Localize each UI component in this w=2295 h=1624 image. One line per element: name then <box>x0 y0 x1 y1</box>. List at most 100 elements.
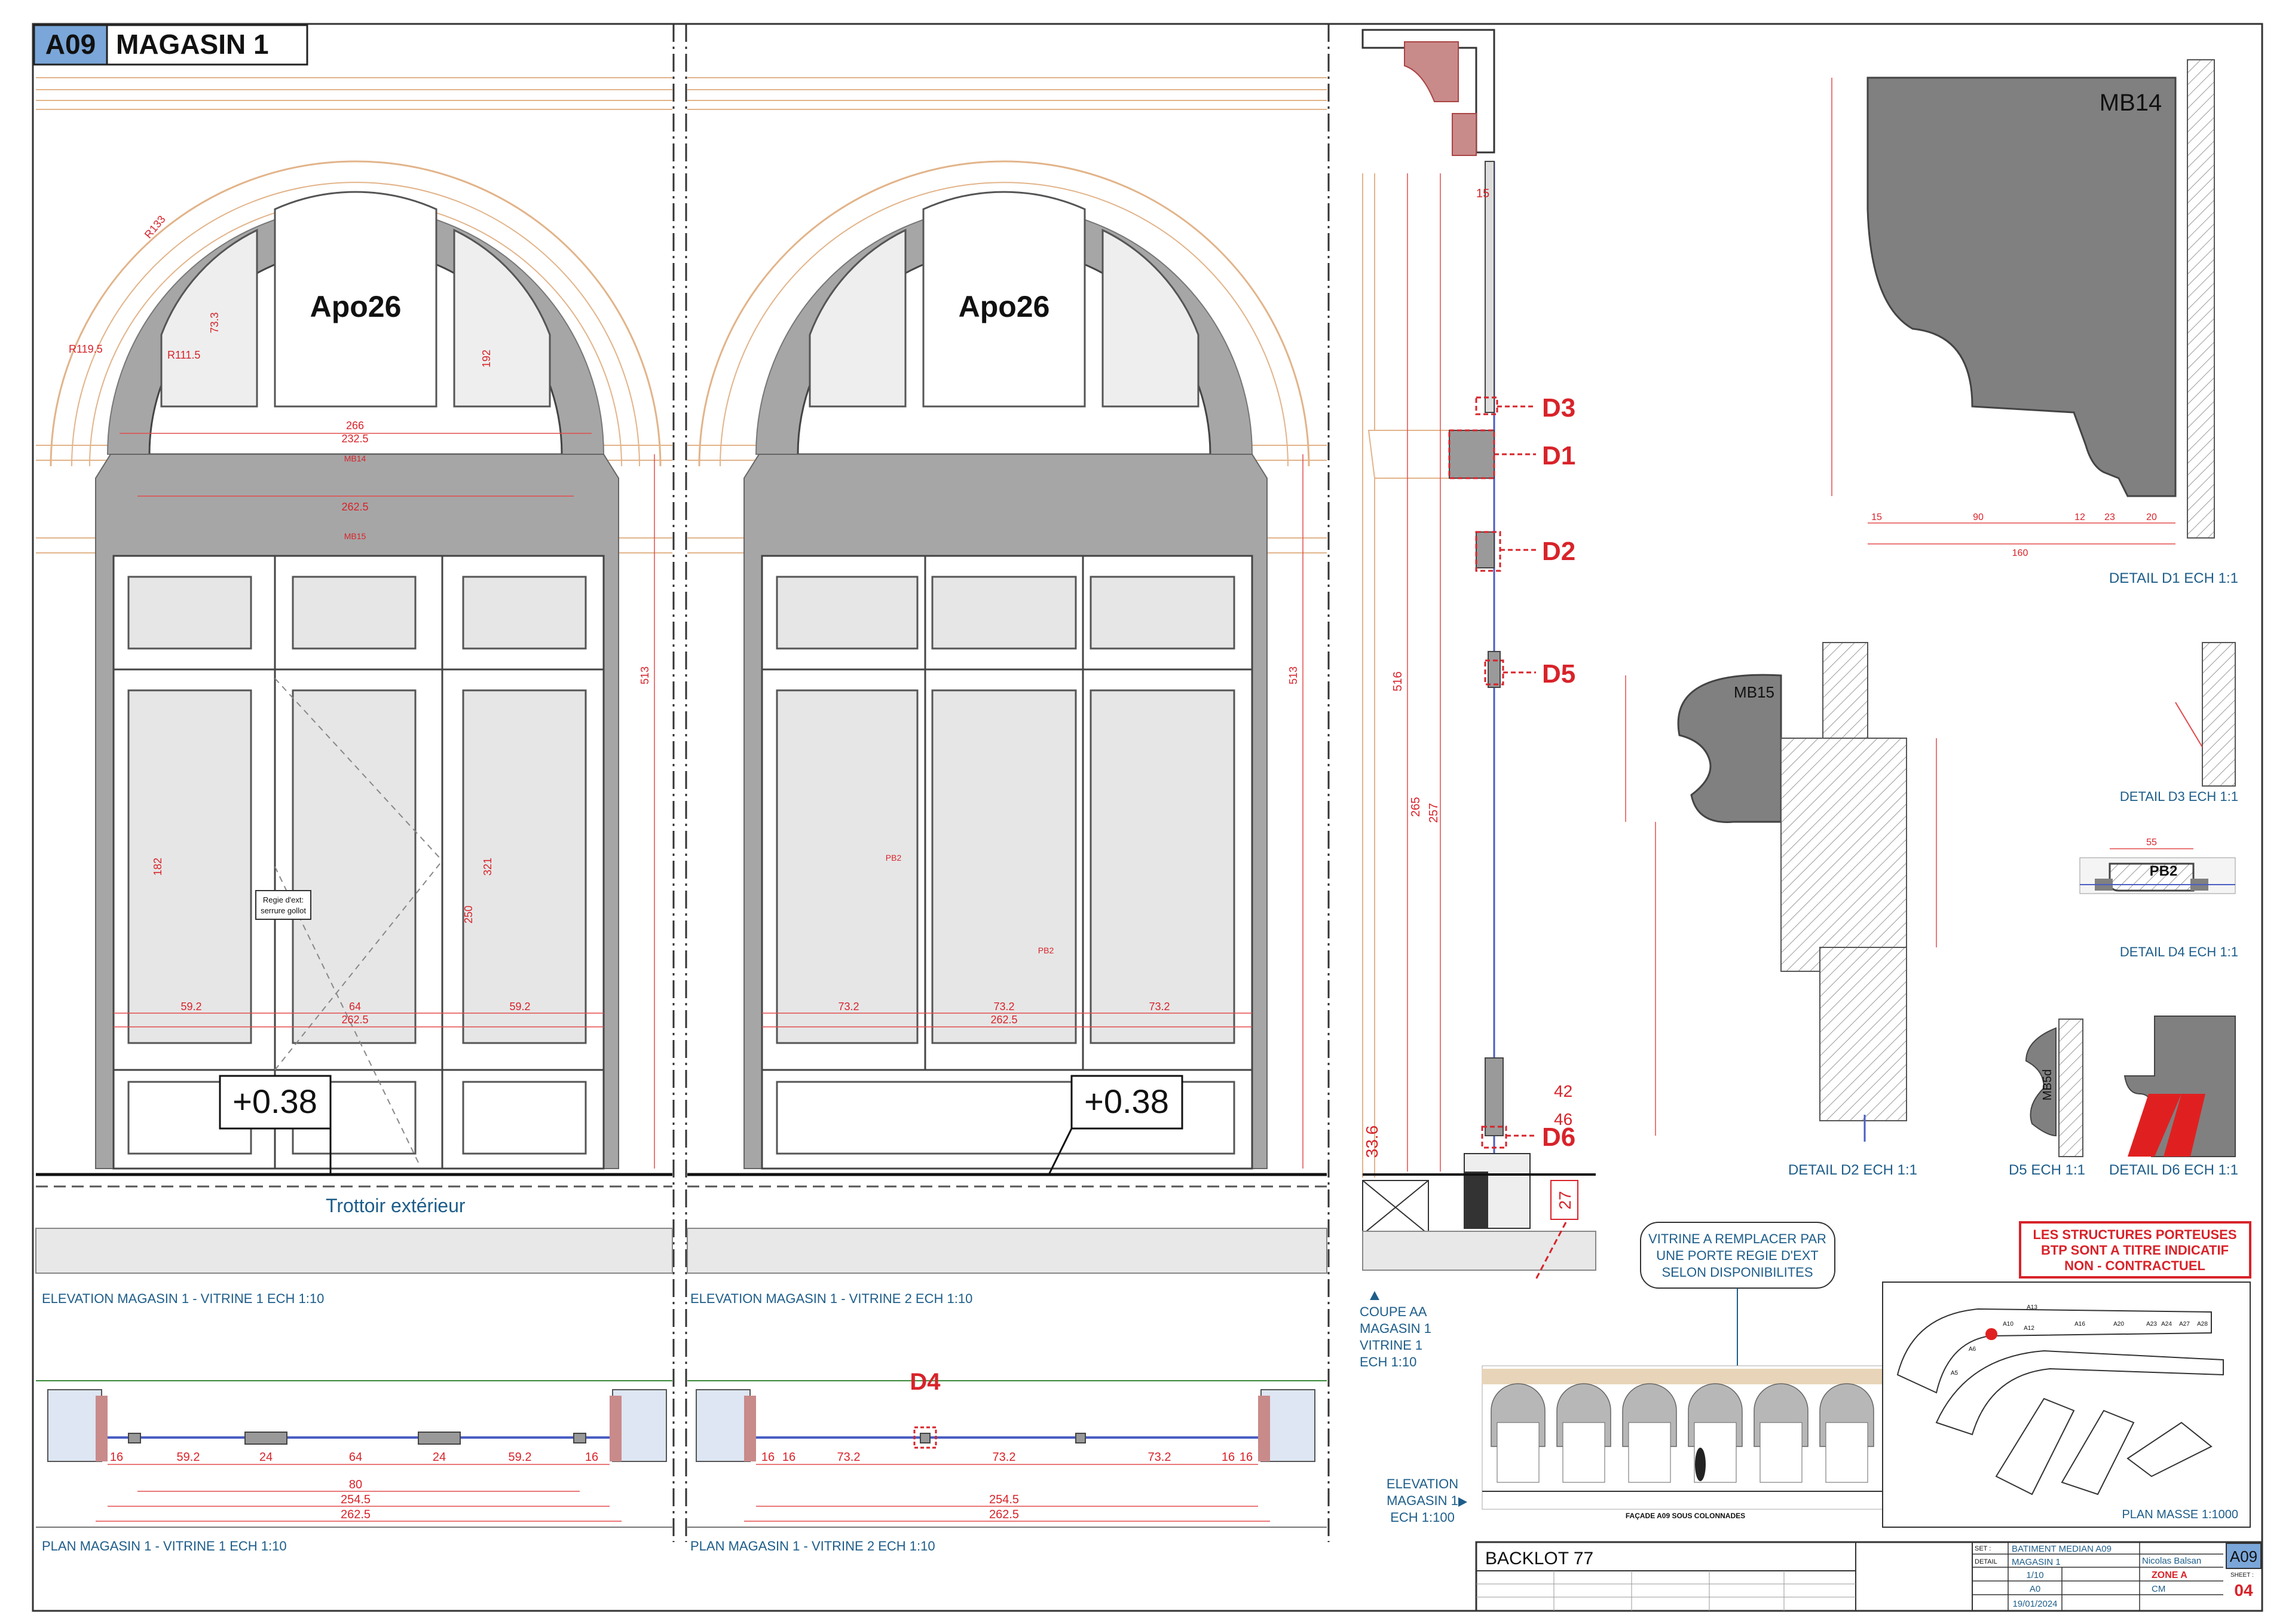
title-block: BACKLOT 77 SET : DETAIL BATIMENT MEDIAN … <box>1475 1541 2263 1612</box>
plan1-total-2625: 262.5 <box>341 1508 371 1521</box>
d1-dim-23: 23 <box>2104 512 2115 522</box>
plan2-dim-6: 16 <box>1240 1451 1253 1464</box>
dim-321: 321 <box>482 858 494 876</box>
masse-A16: A16 <box>2074 1321 2085 1328</box>
sect-dim-516: 516 <box>1391 671 1404 691</box>
tag-d1: D1 <box>1542 441 1575 470</box>
sect-dim-265: 265 <box>1409 797 1422 816</box>
masse-A6: A6 <box>1969 1346 1976 1353</box>
tb-scale: 1/10 <box>2026 1570 2043 1580</box>
elev100-caption-1: ELEVATION <box>1387 1476 1458 1491</box>
detail-d2: MB15 DETAIL D2 ECH 1:1 <box>1625 642 1937 1178</box>
masse-A13: A13 <box>2027 1304 2037 1311</box>
dim2-513: 513 <box>1287 666 1299 684</box>
plan2-dim-4: 73.2 <box>1148 1451 1171 1464</box>
dim2-732b: 73.2 <box>993 1001 1014 1013</box>
tb-author: Nicolas Balsan <box>2142 1556 2201 1566</box>
masse-A24: A24 <box>2161 1321 2172 1328</box>
dim-592b: 59.2 <box>509 1001 530 1013</box>
d2-caption: DETAIL D2 ECH 1:1 <box>1788 1162 1917 1178</box>
masse-A10: A10 <box>2003 1321 2014 1328</box>
masse-A23: A23 <box>2146 1321 2157 1328</box>
dim-592a: 59.2 <box>180 1001 201 1013</box>
dim-266: 266 <box>346 420 364 432</box>
plan-vitrine-1: 16 59.2 24 64 24 59.2 16 80 254.5 262.5 … <box>36 1380 672 1553</box>
plan2-dim-0: 16 <box>761 1451 775 1464</box>
masse-A27: A27 <box>2179 1321 2190 1328</box>
label-pb2b: PB2 <box>1038 946 1054 955</box>
header-code-box <box>33 24 108 66</box>
tb-format: A0 <box>2030 1584 2040 1594</box>
dim-733: 73.3 <box>209 312 221 333</box>
dim2-732a: 73.2 <box>838 1001 859 1013</box>
vitrine-note-2: UNE PORTE REGIE D'EXT <box>1656 1248 1819 1263</box>
tb-project: BACKLOT 77 <box>1485 1549 1593 1568</box>
plan-masse: A13 A16 A20 A23 A24 A27 A28 A12 A10 A5 A… <box>1882 1282 2251 1528</box>
caption-plan-1: PLAN MAGASIN 1 - VITRINE 1 ECH 1:10 <box>42 1539 287 1553</box>
dim-r1115: R111.5 <box>167 349 200 361</box>
dim-r1195: R119.5 <box>69 343 103 355</box>
facade-label: FAÇADE A09 SOUS COLONNADES <box>1626 1512 1745 1520</box>
d1-dim-160: 160 <box>2012 548 2028 558</box>
header-code: A09 <box>45 29 96 60</box>
detail-d6: DETAIL D6 ECH 1:1 <box>2109 1016 2238 1178</box>
sect-dim-42: 42 <box>1554 1082 1572 1100</box>
sect-dim-46: 46 <box>1554 1110 1572 1128</box>
tag-d3: D3 <box>1542 393 1575 423</box>
d4-profile-label: PB2 <box>2150 863 2178 879</box>
dim2-732c: 73.2 <box>1149 1001 1170 1013</box>
plan1-dim-2: 24 <box>259 1451 273 1464</box>
label-mb14: MB14 <box>344 454 366 463</box>
d1-caption: DETAIL D1 ECH 1:1 <box>2109 570 2238 586</box>
warning-3: NON - CONTRACTUEL <box>2064 1258 2205 1273</box>
plan1-dim-5: 59.2 <box>509 1451 532 1464</box>
sect-caption-1: COUPE AA <box>1360 1304 1427 1319</box>
plan1-dim-0: 16 <box>110 1451 123 1464</box>
plan1-dim-6: 16 <box>585 1451 598 1464</box>
plan1-dim-3: 64 <box>349 1451 362 1464</box>
sect-dim-336: 33.6 <box>1363 1126 1381 1158</box>
plan2-total-2625: 262.5 <box>989 1508 1019 1521</box>
dim-250: 250 <box>463 906 475 923</box>
d2-profile-label: MB15 <box>1734 683 1774 701</box>
trottoir-label: Trottoir extérieur <box>326 1195 466 1216</box>
sect-dim-15: 15 <box>1476 187 1489 200</box>
masse-A28: A28 <box>2197 1321 2208 1328</box>
dim-182: 182 <box>152 858 164 876</box>
dim-2625: 262.5 <box>341 501 368 513</box>
section-aa: D3 D1 D2 D5 D6 15 516 265 257 42 46 33.6… <box>1360 29 1596 1369</box>
caption-elevation-1: ELEVATION MAGASIN 1 - VITRINE 1 ECH 1:10 <box>42 1291 324 1306</box>
level-label-1: +0.38 <box>232 1082 317 1120</box>
d6-caption: DETAIL D6 ECH 1:1 <box>2109 1162 2238 1178</box>
elevation-vitrine-2: Apo26 73.2 73.2 73.2 262.5 513 PB2 PB2 <box>687 77 1327 1306</box>
transom-label-1: Apo26 <box>310 290 402 323</box>
detail-d4: 55 PB2 DETAIL D4 ECH 1:1 <box>2079 837 2238 959</box>
structure-warning: LES STRUCTURES PORTEUSES BTP SONT A TITR… <box>2019 1221 2251 1279</box>
plan2-dim-1: 16 <box>782 1451 795 1464</box>
d1-dim-12: 12 <box>2074 512 2085 522</box>
plan2-tag-d4: D4 <box>910 1369 941 1395</box>
label-pb2a: PB2 <box>886 853 902 863</box>
sect-dim-27: 27 <box>1556 1191 1574 1209</box>
d5-profile-label: MB5d <box>2041 1069 2054 1100</box>
d3-caption: DETAIL D3 ECH 1:1 <box>2120 789 2238 804</box>
sheet-frame <box>32 23 2263 1612</box>
sect-dim-257: 257 <box>1427 803 1440 822</box>
tag-d2: D2 <box>1542 537 1575 566</box>
plan-masse-caption: PLAN MASSE 1:1000 <box>2122 1508 2238 1521</box>
header-title: MAGASIN 1 <box>116 29 269 60</box>
regie-note-line2: serrure gollot <box>261 906 306 915</box>
tb-zone: ZONE A <box>2152 1570 2187 1580</box>
elev100-caption-2: MAGASIN 1 <box>1387 1493 1458 1508</box>
tb-set-value: BATIMENT MEDIAN A09 <box>2012 1544 2112 1554</box>
detail-d5: MB5d D5 ECH 1:1 <box>2009 1019 2085 1178</box>
tb-detail-label: DETAIL <box>1975 1558 1997 1565</box>
transom-label-2: Apo26 <box>959 290 1050 323</box>
tb-set-label: SET : <box>1975 1545 1991 1552</box>
tag-d5: D5 <box>1542 659 1575 689</box>
warning-2: BTP SONT A TITRE INDICATIF <box>2041 1243 2229 1258</box>
d4-caption: DETAIL D4 ECH 1:1 <box>2120 944 2238 959</box>
dim-2325: 232.5 <box>341 433 368 445</box>
masse-A20: A20 <box>2113 1321 2124 1328</box>
